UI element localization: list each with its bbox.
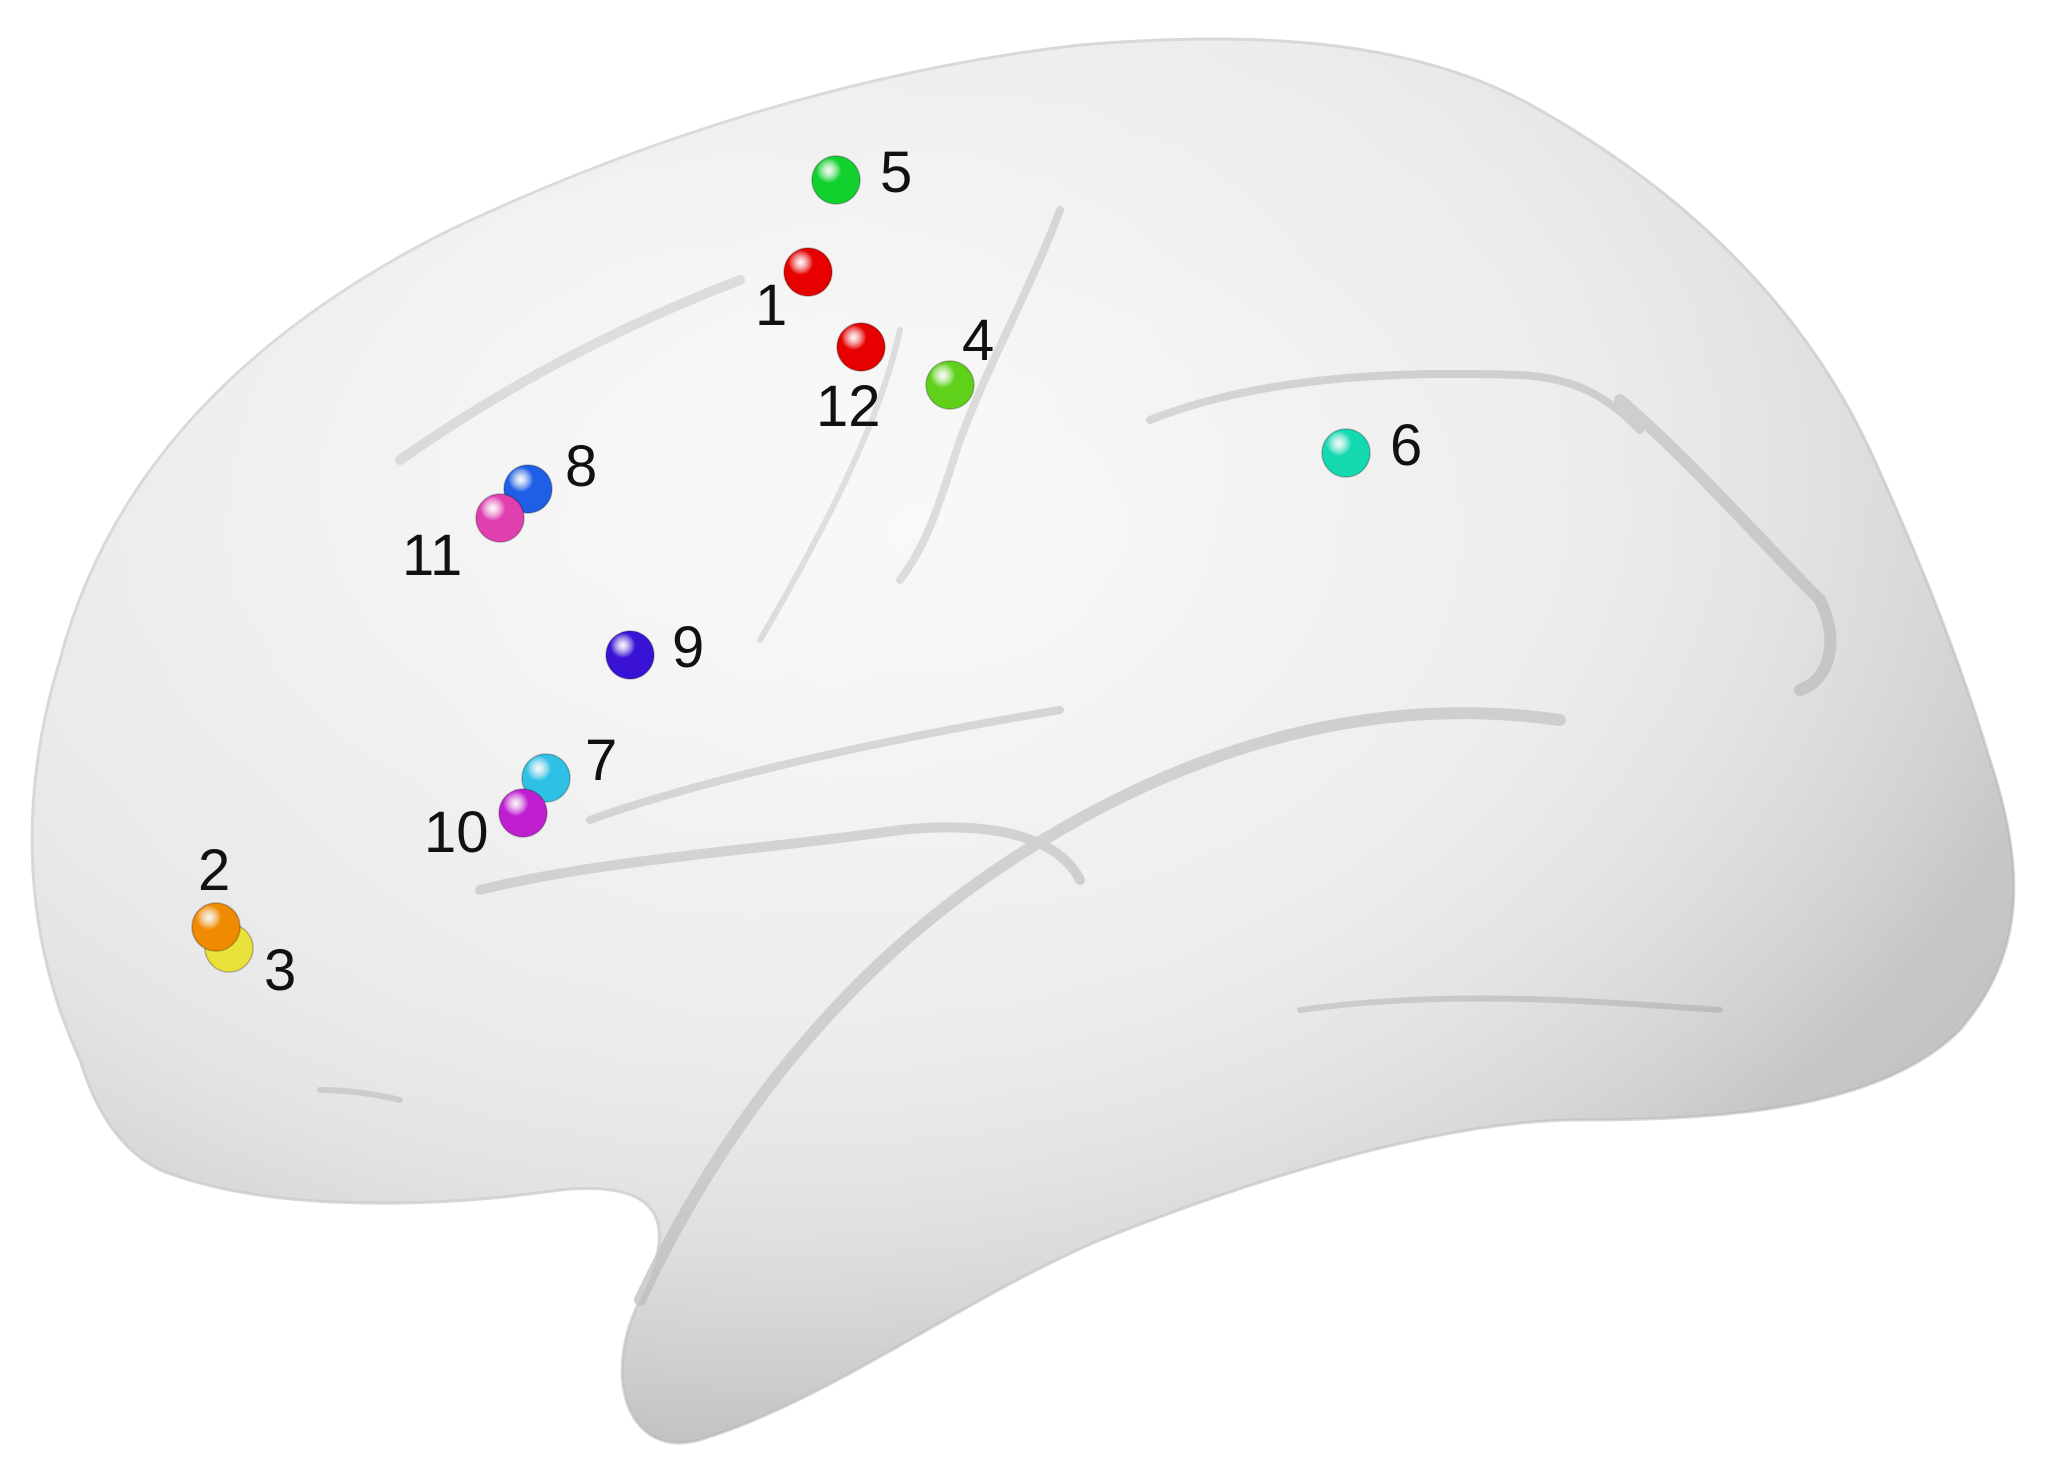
marker-dot-6	[1321, 428, 1371, 478]
marker-label-5: 5	[880, 140, 912, 205]
marker-label-11: 11	[402, 523, 462, 588]
marker-label-6: 6	[1390, 413, 1422, 478]
marker-dot-4	[925, 360, 975, 410]
marker-label-1: 1	[755, 273, 787, 338]
marker-label-10: 10	[424, 800, 489, 865]
marker-dot-11	[475, 493, 525, 543]
marker-labels: 5 1 4 12 6 8 11 9 7 10 2 3	[198, 140, 1422, 1003]
marker-dot-2	[191, 902, 241, 952]
marker-dot-10	[498, 788, 548, 838]
marker-label-3: 3	[264, 938, 296, 1003]
marker-label-12: 12	[816, 374, 881, 439]
marker-label-7: 7	[585, 728, 617, 793]
marker-dots	[191, 155, 1371, 973]
marker-dot-1	[783, 247, 833, 297]
marker-label-4: 4	[962, 308, 994, 373]
surface-shading	[32, 38, 2015, 1444]
marker-label-2: 2	[198, 838, 230, 903]
marker-label-9: 9	[672, 615, 704, 680]
marker-dot-9	[605, 630, 655, 680]
marker-label-8: 8	[565, 434, 597, 499]
marker-dot-12	[836, 322, 886, 372]
marker-dot-5	[811, 155, 861, 205]
marker-dot-7	[521, 753, 571, 803]
